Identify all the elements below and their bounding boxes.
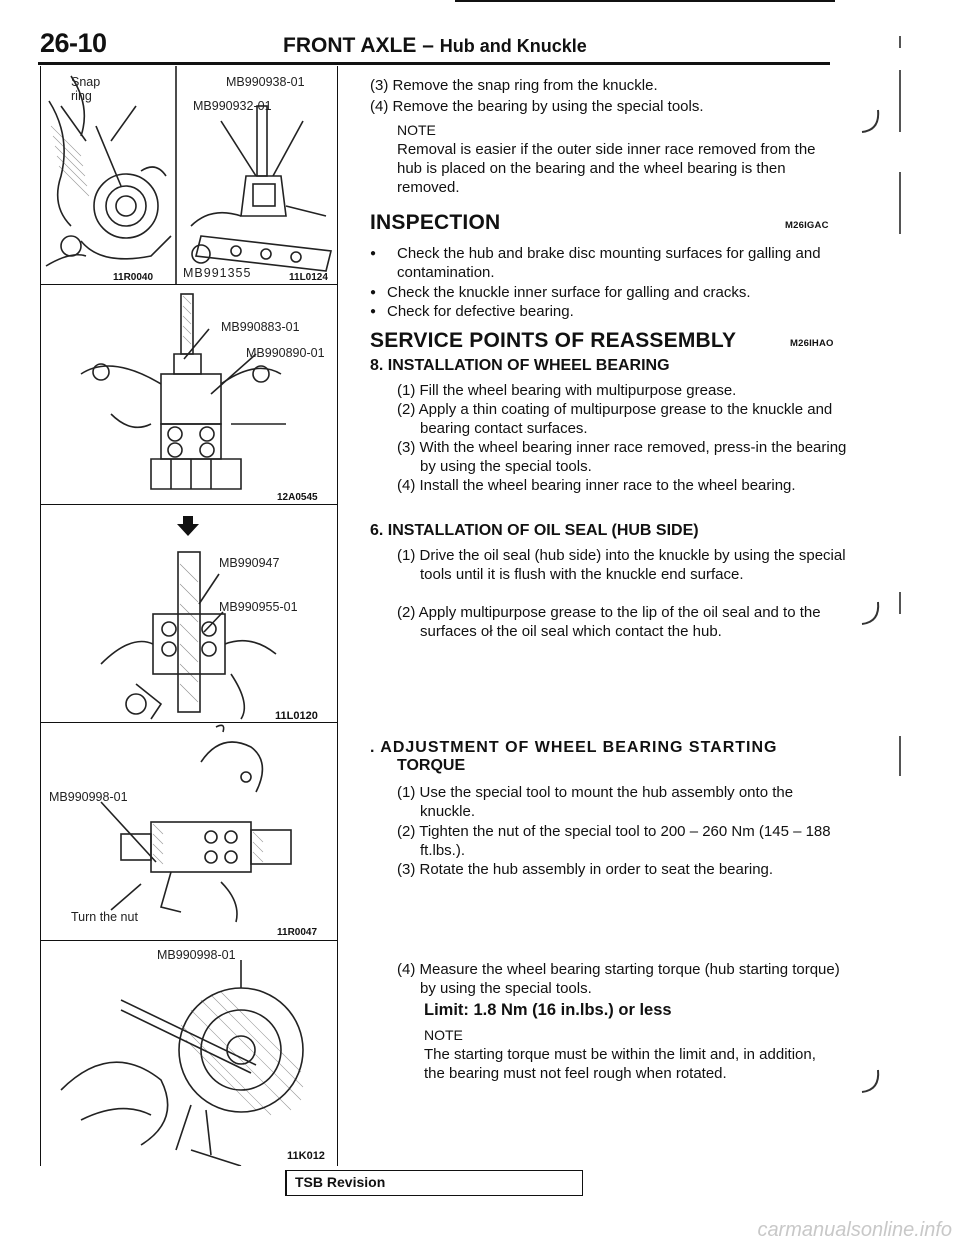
tool-label: MB990947 [219,556,280,570]
wheel-bearing-step-1: (1) Fill the wheel bearing with multipur… [397,382,737,399]
tool-label: MB990998-01 [157,948,236,962]
page-number: 26-10 [40,28,107,58]
note-label: NOTE [424,1027,463,1043]
watermark: carmanualsonline.info [757,1219,952,1241]
figure-bearing-press-in: MB990883-01 MB990890-01 12A0545 [41,284,337,505]
margin-mark [899,592,901,614]
bullet-icon: ● [370,306,377,317]
subsection-title: Hub and Knuckle [439,36,587,56]
wheel-bearing-step-4: (4) Install the wheel bearing inner race… [397,477,796,494]
tsb-revision-box: TSB Revision [285,1170,583,1196]
figure-code: 11R0040 [113,272,154,283]
top-rule [455,0,835,2]
oil-seal-step-2: (2) Apply multipurpose grease to the lip… [397,604,821,640]
tool-label: MB990938-01 [226,75,305,89]
figure-code: 11R0047 [277,927,318,938]
inspection-bullet-2: ● Check the knuckle inner surface for ga… [370,284,751,301]
snap-label: Snap [71,75,101,89]
wheel-bearing-heading: 8. INSTALLATION OF WHEEL BEARING [370,357,670,374]
margin-mark [899,736,901,776]
figure-code: 11K012 [287,1150,325,1162]
tool-label: MB990890-01 [246,346,325,360]
torque-note-text: The starting torque must be within the l… [424,1046,816,1082]
section-title: FRONT AXLE [283,34,417,57]
removal-step-4: (4) Remove the bearing by using the spec… [370,98,704,115]
margin-mark [899,172,901,234]
removal-note-text: Removal is easier if the outer side inne… [397,141,816,196]
binder-hook-icon [861,109,880,133]
oil-seal-illustration [100,516,277,720]
torque-limit: Limit: 1.8 Nm (16 in.lbs.) or less [424,1001,672,1019]
figure-starting-torque-measure: MB990998-01 11K012 [41,940,337,1166]
figure-code: 11L0120 [275,710,318,722]
title-dash: – [422,34,434,57]
binder-hook-icon [861,1069,880,1093]
figure-oil-seal-install: MB990947 MB990955-01 11L0120 [41,504,337,723]
inspection-code: M26IGAC [785,220,829,231]
note-label: NOTE [397,122,436,138]
margin-mark [899,36,901,48]
bearing-press-illustration [80,293,286,490]
binder-hook-icon [861,601,880,625]
tool-label: MB990998-01 [49,790,128,804]
oil-seal-step-1: (1) Drive the oil seal (hub side) into t… [397,547,846,583]
figure-snap-ring-removal: Snap ring MB990938-01 MB990932-01 MB9913… [41,66,337,285]
inspection-heading: INSPECTION [370,211,501,234]
inspection-bullet-3: ● Check for defective bearing. [370,303,574,320]
page-title: FRONT AXLE – Hub and Knuckle [283,34,587,58]
turn-nut-label: Turn the nut [71,910,138,924]
removal-step-3: (3) Remove the snap ring from the knuckl… [370,77,658,94]
wheel-bearing-step-2: (2) Apply a thin coating of multipurpose… [397,401,833,437]
figure-column: Snap ring MB990938-01 MB990932-01 MB9913… [40,66,338,1166]
tool-label: MB990932-01 [193,99,272,113]
torque-step-3: (3) Rotate the hub assembly in order to … [397,861,774,878]
torque-step-2: (2) Tighten the nut of the special tool … [397,823,831,859]
starting-torque-heading: . ADJUSTMENT OF WHEEL BEARING STARTING [370,739,778,756]
tool-label: MB990955-01 [219,600,298,614]
reassembly-heading: SERVICE POINTS OF REASSEMBLY [370,329,737,352]
inspection-bullet-1: ● Check the hub and brake disc mounting … [370,245,821,281]
margin-mark [899,70,901,132]
bullet-icon: ● [370,287,377,298]
oil-seal-heading: 6. INSTALLATION OF OIL SEAL (HUB SIDE) [370,522,699,539]
starting-torque-heading-2: TORQUE [397,757,466,774]
figure-code: 11L0124 [289,272,328,283]
bullet-icon: ● [370,248,377,259]
snap-ring-illustration [45,66,332,284]
figure-hub-assembly-mount: MB990998-01 Turn the nut 11R0047 [41,722,337,941]
figure-code: 12A0545 [277,492,318,503]
reassembly-code: M26IHAO [790,338,834,349]
hub-mount-illustration [100,724,292,923]
torque-measure-illustration [60,960,304,1166]
tool-label: MB990883-01 [221,320,300,334]
header-rule [38,62,830,65]
tool-label: MB991355 [183,266,252,280]
wheel-bearing-step-3: (3) With the wheel bearing inner race re… [397,439,847,475]
ring-label: ring [71,89,92,103]
torque-step-4: (4) Measure the wheel bearing starting t… [397,961,840,997]
torque-step-1: (1) Use the special tool to mount the hu… [397,784,794,820]
